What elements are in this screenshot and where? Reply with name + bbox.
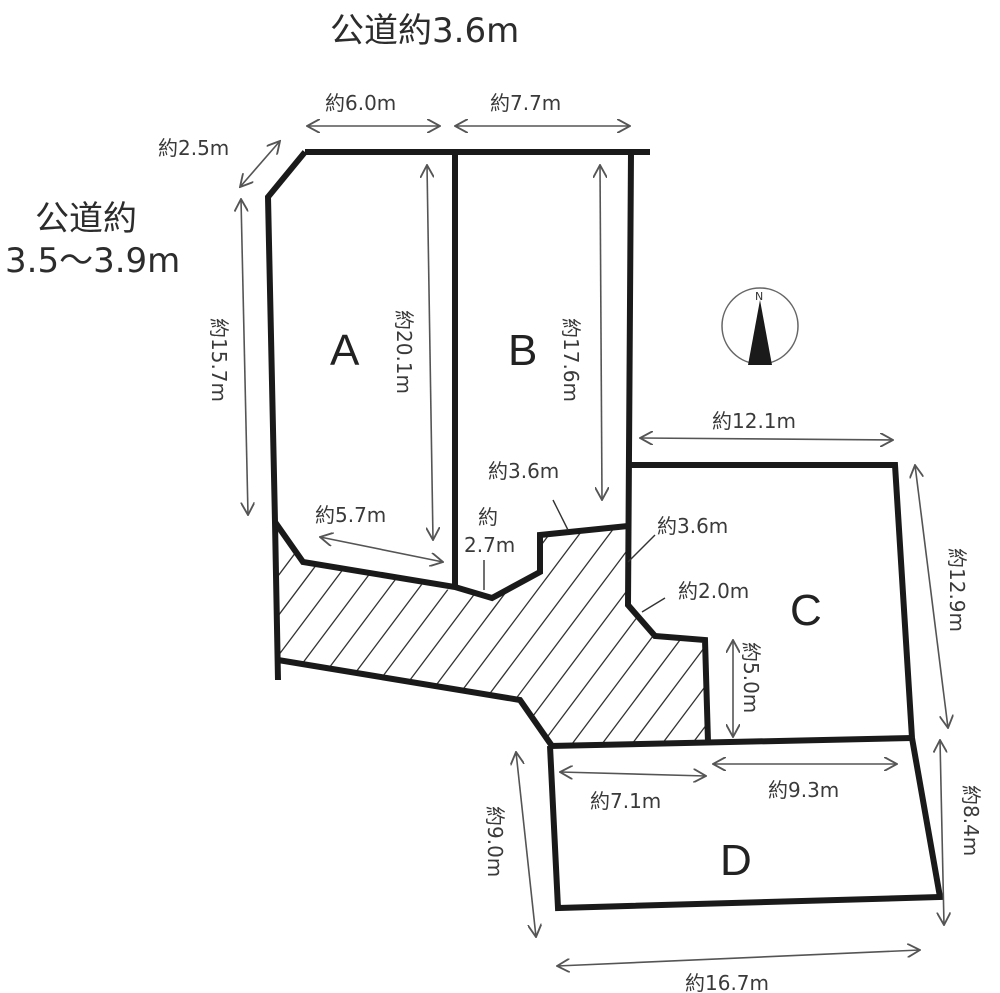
- dim-d-bottom: 約16.7m: [685, 971, 769, 993]
- dim-d-left: 約9.0m: [483, 806, 507, 877]
- dimension-lines: [240, 126, 948, 966]
- dim-d-top-left: 約7.1m: [590, 789, 661, 813]
- lot-label-b: B: [508, 326, 537, 375]
- north-compass-icon: N: [721, 287, 799, 365]
- dim-c-access: 約3.6m: [657, 514, 728, 538]
- dim-access-notch: 約3.6m: [488, 459, 559, 483]
- dim-access-width-prefix: 約: [478, 505, 498, 529]
- west-road-label-line1: 公道約: [35, 199, 137, 239]
- dim-c-right: 約12.9m: [945, 548, 969, 632]
- west-road-label-line2: 3.5〜3.9m: [5, 241, 180, 281]
- north-road-label: 公道約3.6m: [330, 11, 519, 51]
- lot-label-c: C: [790, 586, 822, 635]
- dim-a-left: 約15.7m: [207, 318, 231, 402]
- dim-d-top-right: 約9.3m: [768, 778, 839, 802]
- dim-access-width: 2.7m: [464, 533, 515, 557]
- dim-b-top: 約7.7m: [490, 91, 561, 115]
- dim-c-chamfer: 約2.0m: [678, 579, 749, 603]
- dim-c-top: 約12.1m: [712, 409, 796, 433]
- dim-a-bottom: 約5.7m: [315, 503, 386, 527]
- dim-c-notch: 約5.0m: [739, 642, 763, 713]
- compass-n-label: N: [755, 290, 763, 303]
- lot-label-a: A: [330, 326, 360, 375]
- dim-d-right: 約8.4m: [959, 785, 983, 856]
- dim-a-depth: 約20.1m: [392, 310, 416, 394]
- dim-corner-cut: 約2.5m: [158, 136, 229, 160]
- lot-boundaries: [264, 149, 944, 912]
- dim-a-top: 約6.0m: [325, 91, 396, 115]
- dim-b-depth: 約17.6m: [559, 318, 583, 402]
- lot-label-d: D: [720, 836, 752, 885]
